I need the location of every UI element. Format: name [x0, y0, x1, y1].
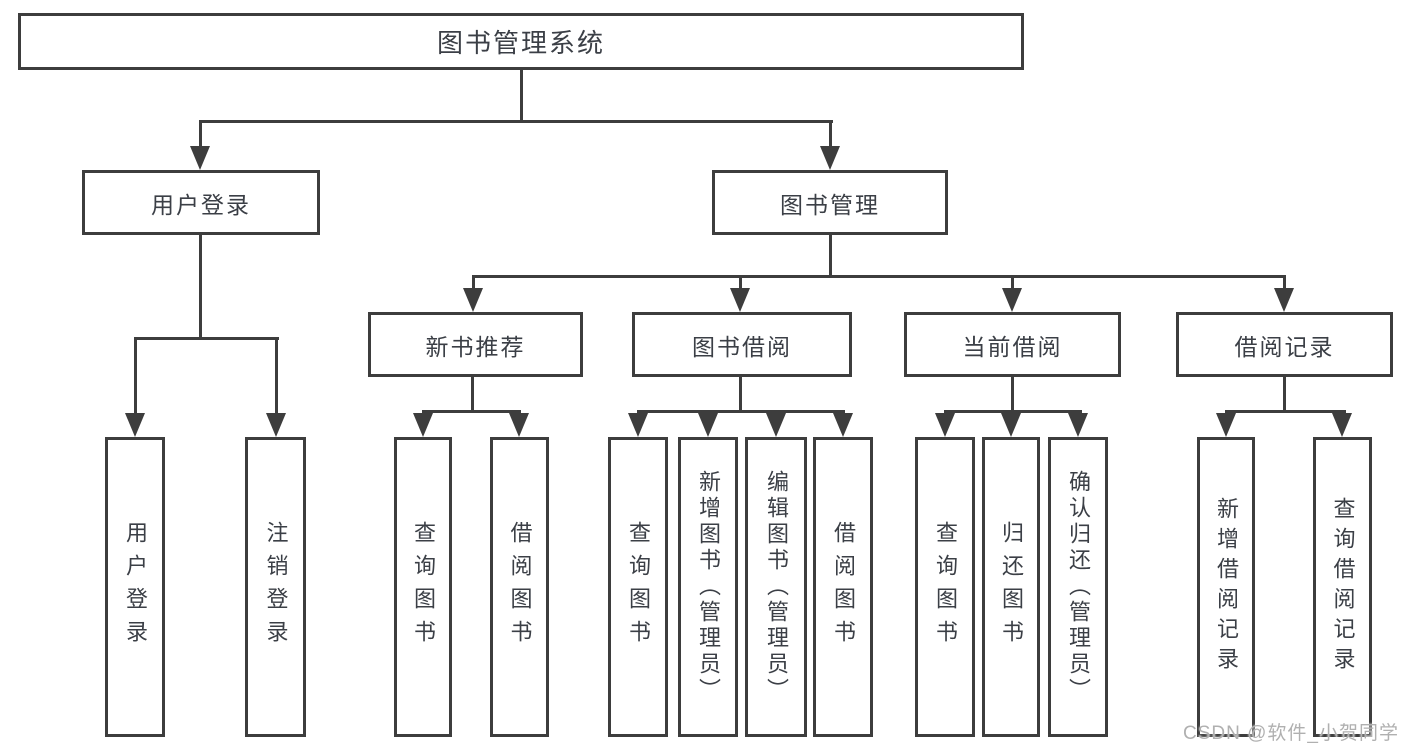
arrow-down-icon	[1274, 288, 1294, 312]
connector-bar	[636, 409, 845, 413]
arrow-down-icon	[413, 413, 433, 437]
connector-bar	[943, 409, 1082, 413]
connector-root-bar	[198, 119, 833, 123]
connector-drop	[133, 338, 137, 415]
node-book-management: 图书管理	[712, 170, 948, 235]
node-book-management-label: 图书管理	[780, 191, 880, 218]
leaf-return-books: 归还图书	[982, 437, 1040, 737]
connector-drop	[471, 276, 475, 290]
leaf-borrow-books: 借阅图书	[490, 437, 549, 737]
arrow-down-icon	[1216, 413, 1236, 437]
arrow-down-icon	[935, 413, 955, 437]
connector-userlogin-bar	[133, 336, 279, 340]
connector-drop	[1282, 276, 1286, 290]
connector-bar	[1224, 409, 1346, 413]
arrow-down-icon	[190, 146, 210, 170]
arrow-down-icon	[1002, 288, 1022, 312]
arrow-down-icon	[125, 413, 145, 437]
leaf-add-books-admin: 新增图书（管理员）	[678, 437, 738, 737]
node-borrowing-records-label: 借阅记录	[1234, 333, 1335, 360]
node-root: 图书管理系统	[18, 13, 1024, 70]
arrow-down-icon	[266, 413, 286, 437]
node-user-login-label: 用户登录	[151, 191, 251, 218]
connector-stem	[470, 377, 474, 411]
arrow-down-icon	[509, 413, 529, 437]
arrow-down-icon	[463, 288, 483, 312]
connector-drop	[828, 121, 832, 148]
csdn-watermark: CSDN @软件_小贺同学	[1183, 723, 1399, 744]
leaf-user-login: 用户登录	[105, 437, 165, 737]
connector-userlogin-stem	[198, 235, 202, 338]
connector-drop	[198, 121, 202, 148]
leaf-edit-books-admin: 编辑图书（管理员）	[745, 437, 807, 737]
leaf-query-borrow-record: 查询借阅记录	[1313, 437, 1372, 737]
node-book-borrowing: 图书借阅	[632, 312, 852, 377]
connector-drop	[738, 276, 742, 290]
leaf-query-books: 查询图书	[608, 437, 668, 737]
node-book-borrowing-label: 图书借阅	[692, 333, 792, 360]
leaf-logout: 注销登录	[245, 437, 306, 737]
arrow-down-icon	[833, 413, 853, 437]
leaf-query-books: 查询图书	[394, 437, 452, 737]
arrow-down-icon	[730, 288, 750, 312]
node-borrowing-records: 借阅记录	[1176, 312, 1393, 377]
connector-bookmgmt-stem	[828, 235, 832, 276]
node-new-book-recommend: 新书推荐	[368, 312, 583, 377]
connector-drop	[1010, 276, 1014, 290]
node-current-borrowing-label: 当前借阅	[962, 333, 1063, 360]
arrow-down-icon	[698, 413, 718, 437]
connector-bookmgmt-bar	[471, 274, 1286, 278]
connector-stem	[1282, 377, 1286, 411]
connector-stem	[1010, 377, 1014, 411]
node-root-label: 图书管理系统	[436, 28, 605, 58]
arrow-down-icon	[1001, 413, 1021, 437]
leaf-confirm-return-admin: 确认归还（管理员）	[1048, 437, 1108, 737]
arrow-down-icon	[1332, 413, 1352, 437]
node-current-borrowing: 当前借阅	[904, 312, 1121, 377]
leaf-borrow-books: 借阅图书	[813, 437, 873, 737]
node-new-book-recommend-label: 新书推荐	[425, 333, 526, 360]
leaf-add-borrow-record: 新增借阅记录	[1197, 437, 1255, 737]
arrow-down-icon	[1068, 413, 1088, 437]
arrow-down-icon	[628, 413, 648, 437]
connector-drop	[274, 338, 278, 415]
connector-bar	[421, 409, 521, 413]
connector-root-stem	[519, 69, 523, 121]
connector-stem	[738, 377, 742, 411]
arrow-down-icon	[820, 146, 840, 170]
node-user-login: 用户登录	[82, 170, 320, 235]
leaf-query-books: 查询图书	[915, 437, 975, 737]
arrow-down-icon	[766, 413, 786, 437]
